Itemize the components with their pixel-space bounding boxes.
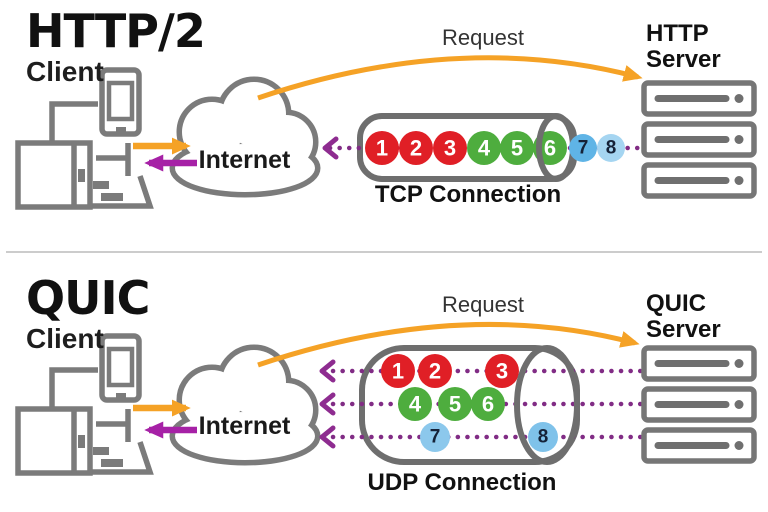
packet-stream-arrow-icon	[319, 359, 336, 383]
packet-7: 7	[569, 134, 597, 162]
svg-text:5: 5	[449, 392, 461, 417]
svg-text:4: 4	[409, 392, 422, 417]
packet-4: 4	[398, 387, 432, 421]
packet-1: 1	[365, 131, 399, 165]
packet-7: 7	[420, 422, 450, 452]
svg-text:3: 3	[496, 359, 508, 384]
server-name-line2: Server	[646, 316, 721, 343]
internet-cloud-icon	[175, 82, 315, 192]
packet-4: 4	[467, 131, 501, 165]
packet-5: 5	[438, 387, 472, 421]
client-label: Client	[26, 56, 104, 87]
svg-text:2: 2	[410, 136, 422, 161]
request-label: Request	[442, 25, 524, 50]
client-devices-icon	[18, 336, 150, 473]
svg-text:4: 4	[478, 136, 491, 161]
svg-text:7: 7	[578, 138, 589, 159]
http-server-icon	[644, 83, 754, 196]
svg-text:6: 6	[482, 392, 494, 417]
internet-cloud-icon	[175, 350, 315, 460]
packet-3: 3	[433, 131, 467, 165]
packet-2: 2	[399, 131, 433, 165]
svg-text:1: 1	[376, 136, 388, 161]
server-name-line1: QUIC	[646, 290, 706, 317]
svg-text:6: 6	[544, 136, 556, 161]
svg-text:5: 5	[511, 136, 523, 161]
packet-stream-arrow-icon	[319, 392, 336, 416]
svg-text:1: 1	[392, 359, 404, 384]
request-arc-arrow	[257, 321, 640, 368]
quic-server-icon	[644, 348, 754, 461]
server-name-line2: Server	[646, 46, 721, 73]
udp-tube-opening	[514, 345, 580, 465]
packet-1: 1	[381, 354, 415, 388]
udp-connection-label: UDP Connection	[367, 469, 557, 496]
svg-text:7: 7	[430, 427, 441, 448]
http2-section-art: 1 2 3 4 5 6	[18, 55, 754, 207]
protocol-title-http2: HTTP/2	[26, 4, 206, 58]
svg-text:3: 3	[444, 136, 456, 161]
request-label: Request	[442, 292, 524, 317]
client-label: Client	[26, 323, 104, 354]
tcp-connection-label: TCP Connection	[374, 181, 562, 208]
packet-stream-arrow-icon	[319, 425, 336, 449]
quic-section-art: 1 2 3 4 5 6 7	[18, 321, 754, 473]
server-name-line1: HTTP	[646, 20, 709, 47]
packet-3: 3	[485, 354, 519, 388]
internet-label: Internet	[198, 412, 291, 440]
packet-6: 6	[471, 387, 505, 421]
internet-label: Internet	[198, 146, 291, 174]
svg-text:2: 2	[429, 359, 441, 384]
client-devices-icon	[18, 70, 150, 207]
packet-stream-arrow-icon	[322, 136, 339, 160]
request-arc-arrow	[257, 55, 643, 101]
svg-text:8: 8	[606, 138, 617, 159]
packet-5: 5	[500, 131, 534, 165]
packet-2: 2	[418, 354, 452, 388]
svg-text:8: 8	[538, 427, 549, 448]
protocol-title-quic: QUIC	[26, 271, 150, 325]
packet-8: 8	[528, 422, 558, 452]
packet-8: 8	[597, 134, 625, 162]
